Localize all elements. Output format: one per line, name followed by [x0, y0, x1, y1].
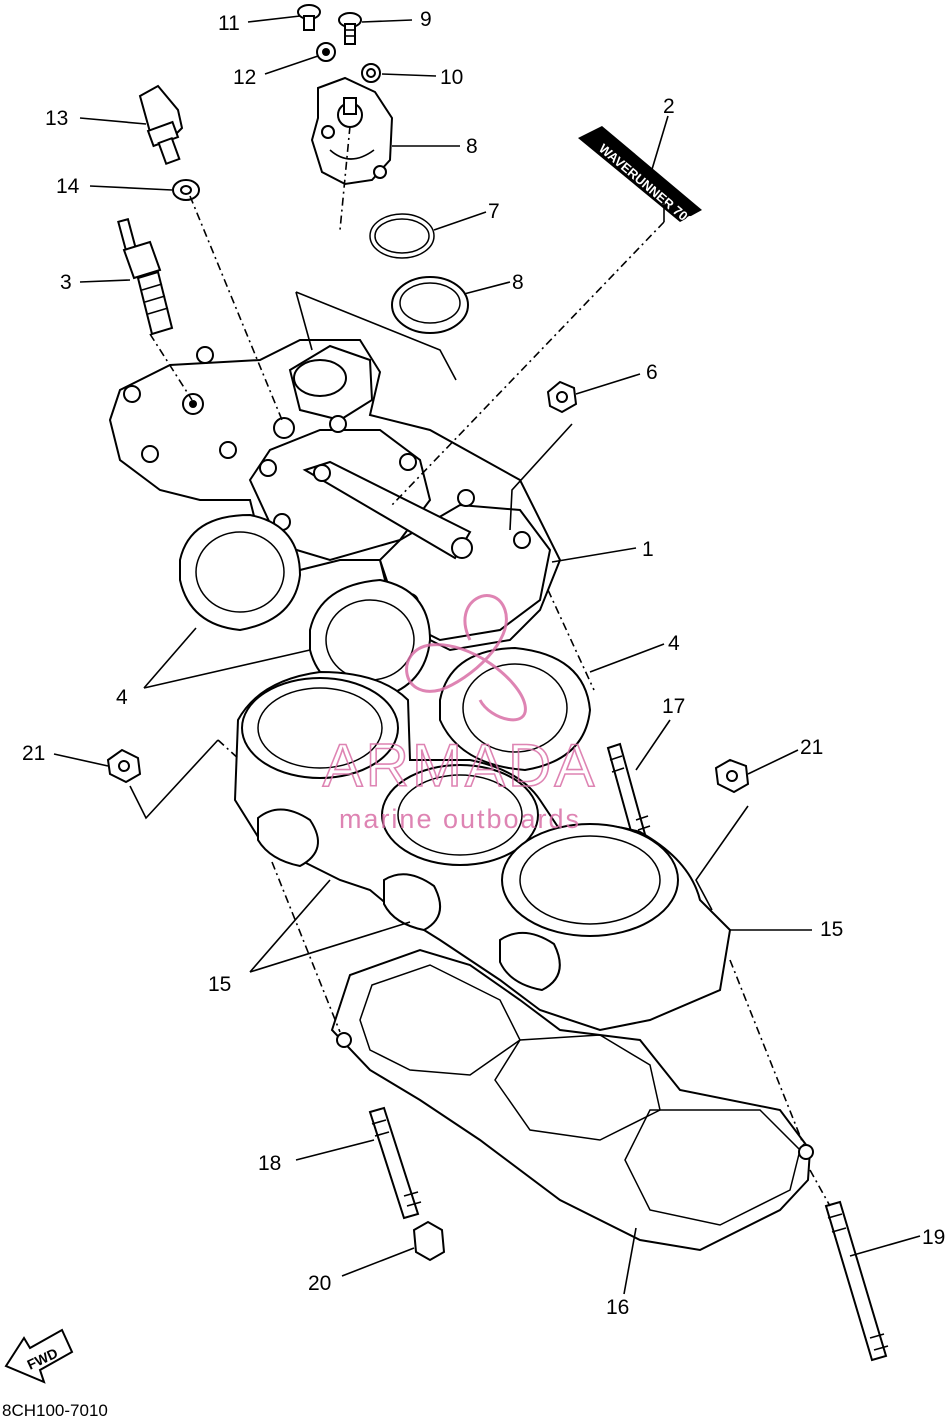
part-7-seal[interactable]: [391, 276, 469, 334]
part-18-stud[interactable]: [368, 1106, 422, 1220]
part-13-temperature-sensor[interactable]: [138, 84, 184, 166]
part-10-nut[interactable]: [361, 63, 381, 83]
callout-18: 18: [258, 1152, 281, 1175]
part-3-spark-plug[interactable]: [117, 217, 174, 336]
part-16-base-gasket[interactable]: [330, 948, 814, 1252]
callout-4-right: 4: [668, 632, 680, 655]
part-14-washer[interactable]: [172, 179, 200, 201]
part-11-bolt[interactable]: [297, 4, 321, 31]
part-21-nut-left[interactable]: [106, 748, 142, 784]
callout-3: 3: [60, 271, 72, 294]
callout-6: 7: [488, 200, 500, 223]
callout-1: 1: [642, 538, 654, 561]
cylinder-block[interactable]: [233, 670, 732, 1032]
watermark-tagline: marine outboards: [339, 804, 581, 834]
part-21-nut-right[interactable]: [714, 758, 750, 794]
part-9-bolt[interactable]: [338, 12, 362, 45]
leader-lines: [53, 15, 921, 1295]
callout-12: 12: [233, 66, 256, 89]
part-2-decal[interactable]: WAVERUNNER 700: [578, 126, 702, 228]
watermark-brand: ARMADA: [323, 732, 598, 799]
callout-21-left: 21: [22, 742, 45, 765]
armada-watermark: ARMADA marine outboards: [322, 594, 598, 834]
armada-logo-icon: [405, 594, 527, 722]
callout-20: 20: [308, 1272, 331, 1295]
callout-11: 11: [218, 12, 240, 35]
callout-8: 8: [466, 135, 478, 158]
callout-5: 6: [646, 361, 658, 384]
callout-4-left: 4: [116, 686, 128, 709]
callout-15-right: 15: [820, 918, 843, 941]
callout-17: 17: [662, 695, 685, 718]
callout-16: 16: [606, 1296, 629, 1319]
callout-2: 2: [663, 95, 675, 118]
callout-19: 19: [922, 1226, 945, 1249]
part-5-nut[interactable]: [546, 380, 578, 414]
decal-text: WAVERUNNER 700: [596, 141, 696, 228]
callout-10: 10: [440, 66, 463, 89]
callout-13: 13: [45, 107, 68, 130]
callout-15-left: 15: [208, 973, 231, 996]
callout-labels: 11 9 12 10 8 13 14 3 7 8 2 6 1 4 4 21 21…: [22, 8, 945, 1319]
part-19-stud[interactable]: [824, 1200, 889, 1362]
drawing-code: 8CH100-7010: [2, 1401, 108, 1419]
assembly-guide-lines: [129, 125, 831, 1207]
callout-21-right: 21: [800, 736, 823, 759]
callout-9: 9: [420, 8, 432, 31]
callout-14: 14: [56, 175, 80, 198]
part-4-head-gaskets[interactable]: [179, 513, 592, 772]
part-6-o-ring[interactable]: [369, 213, 435, 259]
part-8-thermostat-cover[interactable]: [310, 76, 394, 186]
part-12-washer[interactable]: [316, 42, 336, 62]
callout-7: 8: [512, 271, 524, 294]
fwd-arrow: FWD: [4, 1328, 74, 1384]
part-20-cap-nut[interactable]: [412, 1220, 446, 1262]
